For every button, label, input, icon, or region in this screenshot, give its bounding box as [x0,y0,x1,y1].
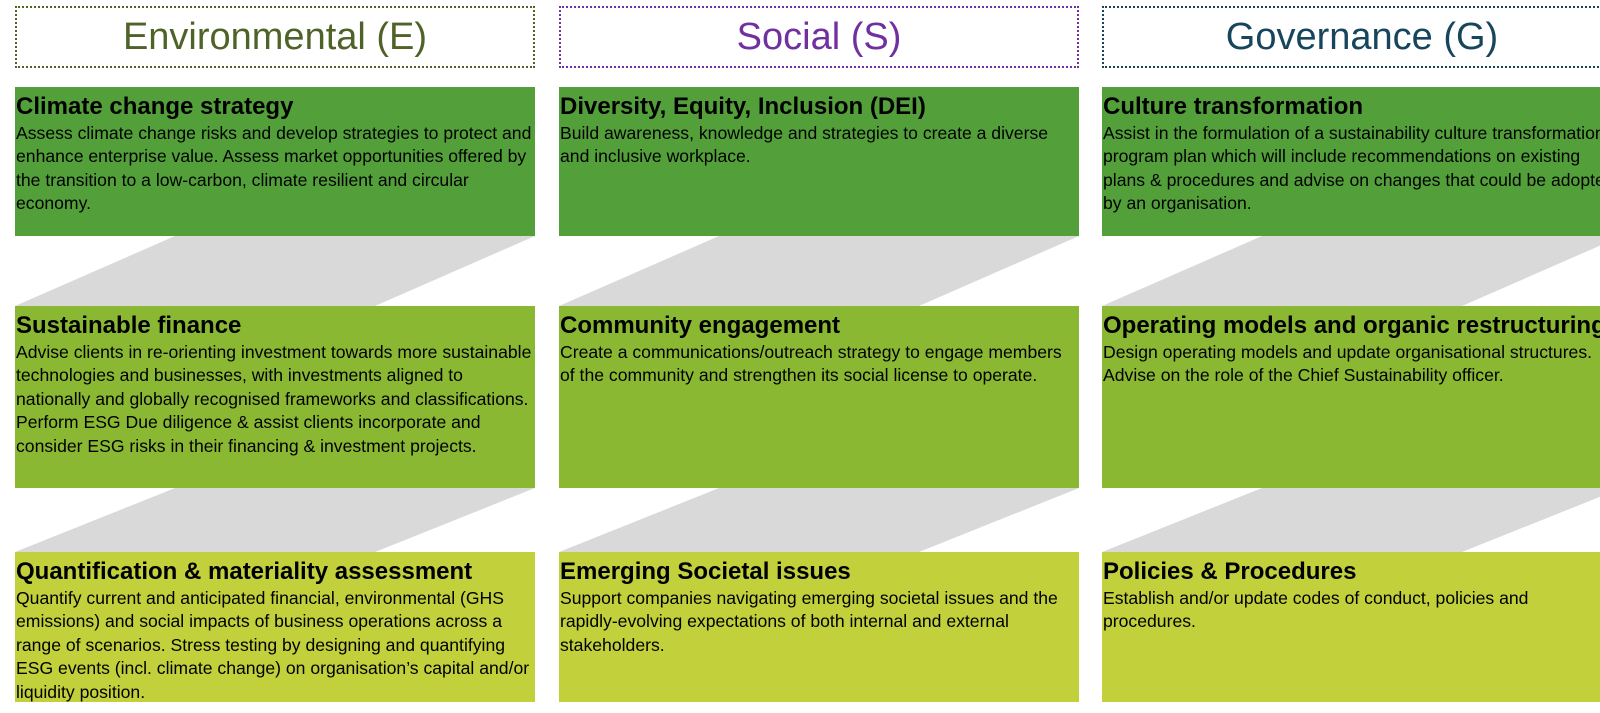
card-title: Sustainable finance [16,312,242,339]
card-description: Advise clients in re-orienting investmen… [16,342,532,456]
card-title: Culture transformation [1103,93,1364,120]
connector-shape [15,236,535,306]
card-description: Support companies navigating emerging so… [560,588,1058,655]
connector-shape [1102,236,1600,306]
connector-shape [559,236,1079,306]
card-description: Design operating models and update organ… [1103,342,1593,386]
card-quantification-materiality: Quantification & materiality assessment … [15,552,535,702]
column-social: Social (S) Diversity, Equity, Inclusion … [559,0,1079,713]
card-culture-transformation: Culture transformation Assist in the for… [1102,87,1600,236]
card-description: Build awareness, knowledge and strategie… [560,123,1049,167]
connector-shape [15,488,535,552]
card-description: Assist in the formulation of a sustainab… [1103,123,1600,214]
card-description: Quantify current and anticipated financi… [16,588,530,702]
header-social: Social (S) [559,6,1079,68]
card-title: Climate change strategy [16,93,294,120]
card-community-engagement: Community engagement Create a communicat… [559,306,1079,488]
connector-environmental-2-3 [15,488,535,552]
card-title: Operating models and organic restructuri… [1103,312,1600,339]
connector-social-1-2 [559,236,1079,306]
card-climate-change-strategy: Climate change strategy Assess climate c… [15,87,535,236]
header-environmental: Environmental (E) [15,6,535,68]
card-title: Policies & Procedures [1103,558,1357,585]
card-title: Quantification & materiality assessment [16,558,473,585]
connector-governance-1-2 [1102,236,1600,306]
connector-governance-2-3 [1102,488,1600,552]
card-description: Create a communications/outreach strateg… [560,342,1062,386]
card-sustainable-finance: Sustainable finance Advise clients in re… [15,306,535,488]
header-governance: Governance (G) [1102,6,1600,68]
connector-shape [1102,488,1600,552]
card-operating-models: Operating models and organic restructuri… [1102,306,1600,488]
card-dei: Diversity, Equity, Inclusion (DEI) Build… [559,87,1079,236]
card-description: Assess climate change risks and develop … [16,123,532,214]
card-title: Diversity, Equity, Inclusion (DEI) [560,93,926,120]
column-governance: Governance (G) Culture transformation As… [1102,0,1600,713]
card-description: Establish and/or update codes of conduct… [1103,588,1529,632]
column-environmental: Environmental (E) Climate change strateg… [15,0,535,713]
card-title: Community engagement [560,312,841,339]
card-policies-procedures: Policies & Procedures Establish and/or u… [1102,552,1600,702]
connector-environmental-1-2 [15,236,535,306]
card-title: Emerging Societal issues [560,558,851,585]
card-emerging-societal-issues: Emerging Societal issues Support compani… [559,552,1079,702]
connector-social-2-3 [559,488,1079,552]
connector-shape [559,488,1079,552]
